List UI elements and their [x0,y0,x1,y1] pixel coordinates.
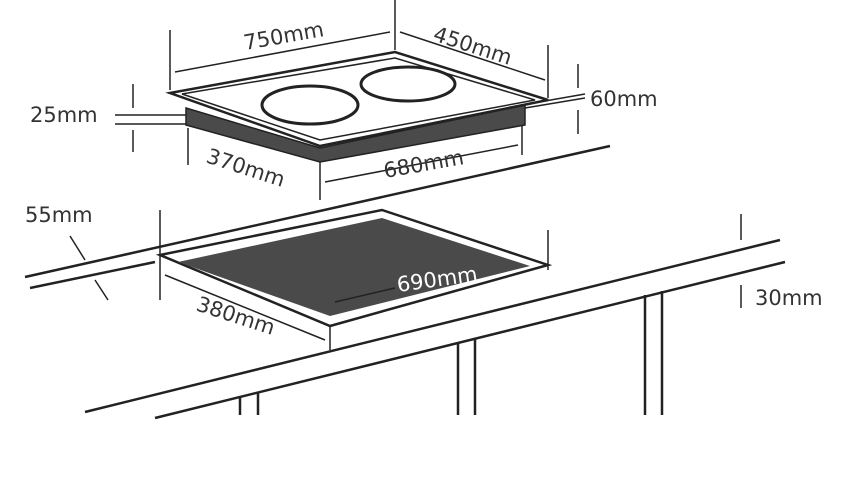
hob-drawing: 750mm 450mm 60mm 25mm 370mm 680mm [30,0,658,200]
worktop-drawing: 55mm 690mm 380mm 30mm [24,144,823,420]
label-hob-under-width: 680mm [382,145,466,183]
label-edge-distance: 55mm [25,203,93,227]
label-hob-lower-height: 25mm [30,103,98,127]
burner-right [359,65,457,103]
cutout-opening [178,218,530,316]
label-hob-height: 60mm [590,87,658,111]
label-hob-depth: 450mm [430,22,514,70]
label-worktop-thickness: 30mm [755,286,823,310]
burner-left [260,84,360,126]
cabinet-legs [238,291,664,415]
label-hob-width: 750mm [242,17,326,55]
label-hob-under-depth: 370mm [203,144,287,192]
hob-underside [185,104,526,163]
hob-inner-edge [181,57,536,141]
